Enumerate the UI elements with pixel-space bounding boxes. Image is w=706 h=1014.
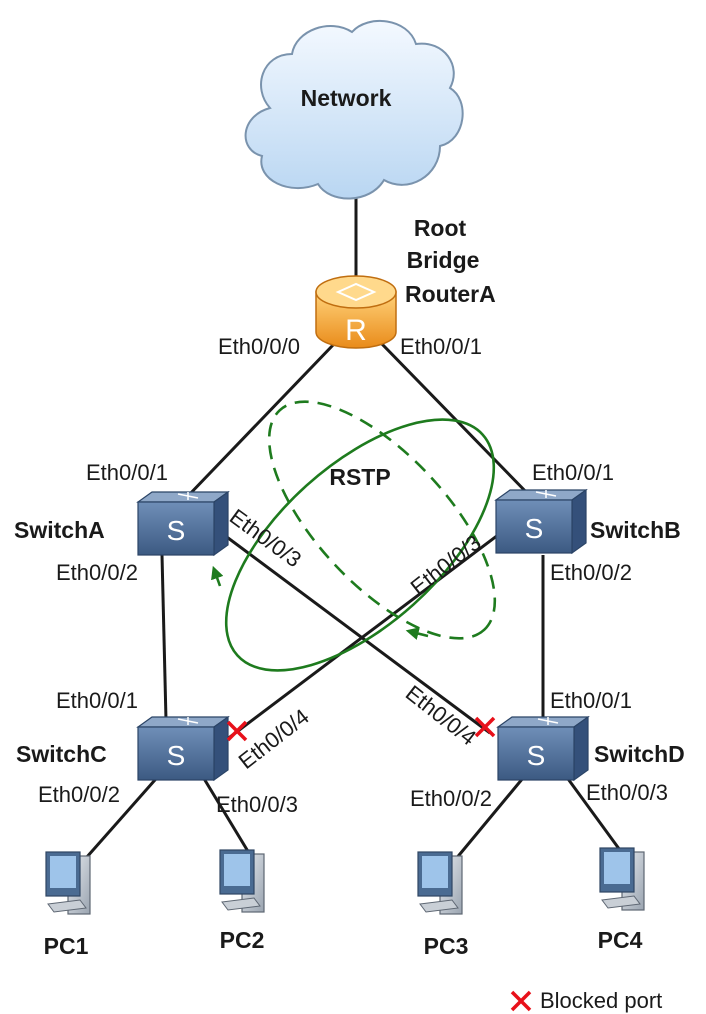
cloud-shape bbox=[244, 19, 464, 200]
rstp-ring-solid bbox=[224, 418, 496, 672]
pc-3: PC3 bbox=[417, 851, 469, 959]
network-label: Network bbox=[301, 85, 392, 111]
switch-a-port-cross: Eth0/0/3 bbox=[225, 504, 306, 572]
switch-d-port-pc-right: Eth0/0/3 bbox=[586, 780, 668, 805]
pc-3-label: PC3 bbox=[424, 933, 469, 959]
pc-4-icon bbox=[599, 847, 645, 911]
link-switchb-switchc bbox=[225, 524, 511, 742]
rstp-ring bbox=[211, 400, 497, 672]
pc-4: PC4 bbox=[598, 847, 645, 953]
rstp-arrow-right bbox=[405, 627, 429, 640]
switch-d-port-cross: Eth0/0/4 bbox=[401, 680, 481, 750]
router-port-left: Eth0/0/0 bbox=[218, 334, 300, 359]
blocked-port-legend-label: Blocked port bbox=[540, 988, 662, 1013]
pc-1-icon bbox=[45, 851, 91, 915]
switch-d-icon: S bbox=[496, 715, 590, 782]
link-switcha-switchd bbox=[211, 524, 491, 735]
switch-b-port-cross: Eth0/0/3 bbox=[406, 530, 486, 600]
router-icon: R bbox=[315, 275, 397, 349]
switch-c-port-up: Eth0/0/1 bbox=[56, 688, 138, 713]
link-switcha-switchc bbox=[160, 554, 168, 721]
switch-b-icon-letter: S bbox=[525, 513, 544, 544]
switch-c-blocked-port bbox=[226, 720, 248, 742]
pc-2: PC2 bbox=[219, 849, 265, 953]
switch-a-port-up: Eth0/0/1 bbox=[86, 460, 168, 485]
switch-d-port-up: Eth0/0/1 bbox=[550, 688, 632, 713]
switch-a: S SwitchA Eth0/0/1 Eth0/0/2 Eth0/0/3 bbox=[14, 460, 306, 585]
switch-d-name: SwitchD bbox=[594, 741, 685, 767]
switch-b-name: SwitchB bbox=[590, 517, 681, 543]
pc-2-icon bbox=[219, 849, 265, 913]
switch-c-port-pc-right: Eth0/0/3 bbox=[216, 792, 298, 817]
switch-b-port-up: Eth0/0/1 bbox=[532, 460, 614, 485]
pc-4-label: PC4 bbox=[598, 927, 643, 953]
switch-a-icon: S bbox=[136, 490, 230, 557]
link-router-switcha bbox=[184, 342, 336, 500]
root-bridge-line2: Bridge bbox=[407, 247, 480, 273]
link-switchc-pc1 bbox=[84, 771, 164, 859]
link-switchc-pc2 bbox=[198, 771, 254, 859]
switch-d-blocked-port bbox=[474, 716, 496, 738]
network-cloud: Network bbox=[244, 19, 464, 200]
links bbox=[84, 196, 627, 861]
switch-c-icon-letter: S bbox=[167, 740, 186, 771]
router-a: R Root Bridge RouterA Eth0/0/0 Eth0/0/1 bbox=[218, 215, 496, 359]
switch-c-port-pc-left: Eth0/0/2 bbox=[38, 782, 120, 807]
legend: Blocked port bbox=[510, 988, 662, 1013]
pc-3-icon bbox=[417, 851, 463, 915]
switch-b-port-down: Eth0/0/2 bbox=[550, 560, 632, 585]
pc-2-label: PC2 bbox=[220, 927, 265, 953]
switch-c-name: SwitchC bbox=[16, 741, 107, 767]
switch-a-name: SwitchA bbox=[14, 517, 105, 543]
switch-d-port-pc-left: Eth0/0/2 bbox=[410, 786, 492, 811]
router-port-right: Eth0/0/1 bbox=[400, 334, 482, 359]
switch-a-port-down: Eth0/0/2 bbox=[56, 560, 138, 585]
rstp-label: RSTP bbox=[329, 464, 390, 490]
switch-c-icon: S bbox=[136, 715, 230, 782]
link-switchd-pc3 bbox=[453, 771, 530, 861]
switch-a-icon-letter: S bbox=[167, 515, 186, 546]
pc-1-label: PC1 bbox=[44, 933, 89, 959]
root-bridge-line1: Root bbox=[414, 215, 467, 241]
blocked-port-legend-icon bbox=[510, 990, 532, 1012]
switch-d: S SwitchD Eth0/0/1 Eth0/0/2 Eth0/0/3 Eth… bbox=[401, 680, 685, 811]
switch-d-icon-letter: S bbox=[527, 740, 546, 771]
link-switchd-pc4 bbox=[561, 771, 627, 858]
pc-1: PC1 bbox=[44, 851, 91, 959]
rstp-ring-dashed bbox=[267, 400, 497, 640]
switch-b-icon: S bbox=[494, 488, 588, 555]
router-name: RouterA bbox=[405, 281, 496, 307]
router-icon-letter: R bbox=[345, 314, 367, 347]
rstp-arrow-left bbox=[211, 565, 224, 587]
